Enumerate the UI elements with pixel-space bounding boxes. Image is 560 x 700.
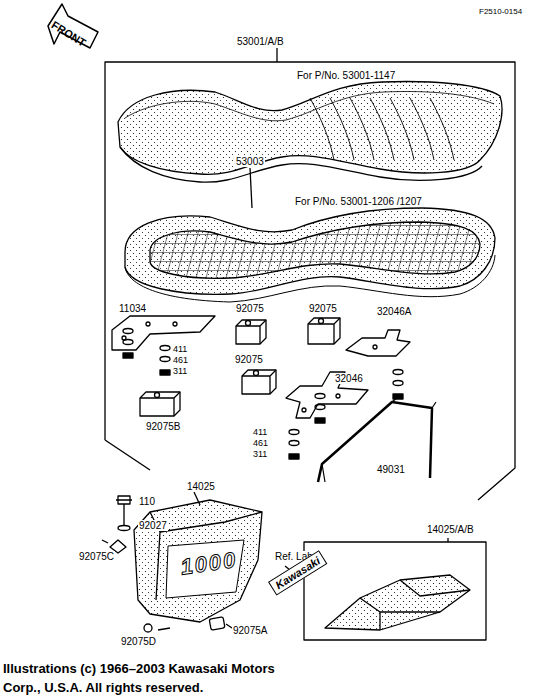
callout-number: 92075 bbox=[234, 354, 264, 365]
callout-number: 311 bbox=[252, 450, 268, 460]
callout-number: 110 bbox=[138, 496, 156, 507]
callout-number: 411 bbox=[172, 345, 188, 355]
callout-number: 92075 bbox=[235, 303, 265, 314]
callout-number: 53003 bbox=[235, 156, 265, 167]
seat bbox=[118, 82, 502, 175]
callout-number: 92075A bbox=[232, 625, 268, 636]
callout-number: 92075D bbox=[120, 636, 157, 647]
rubber-block bbox=[242, 370, 276, 394]
direction-label: FRONT bbox=[49, 18, 89, 49]
callout-number: 92075 bbox=[308, 303, 338, 314]
callout-number: 92027 bbox=[138, 520, 168, 531]
callout-number: F2510-0154 bbox=[478, 8, 523, 17]
callout-number: 49031 bbox=[376, 464, 406, 475]
callout-number: 53001/A/B bbox=[236, 36, 285, 47]
callout-number: For P/No. 53001-1147 bbox=[296, 70, 396, 81]
callout-number: 32046 bbox=[334, 373, 364, 384]
callout-number: 461 bbox=[172, 356, 189, 366]
callout-number: 411 bbox=[252, 428, 268, 438]
callout-number: For P/No. 53001-1206 /1207 bbox=[294, 196, 423, 207]
callout-number: 311 bbox=[172, 367, 188, 377]
callout-number: 14025 bbox=[186, 481, 216, 492]
frame-line bbox=[105, 440, 150, 470]
seat-pan bbox=[125, 208, 495, 294]
rubber-block bbox=[308, 318, 340, 344]
strap bbox=[318, 402, 432, 482]
bracket bbox=[112, 316, 215, 350]
rubber-block bbox=[236, 320, 266, 344]
frame-line bbox=[105, 62, 515, 500]
copyright-caption: Illustrations (c) 1966–2003 Kawasaki Mot… bbox=[2, 660, 304, 698]
rubber-block bbox=[140, 392, 180, 416]
callout-number: 32046A bbox=[376, 306, 412, 317]
callout-number: 92075B bbox=[145, 421, 181, 432]
bracket bbox=[286, 372, 368, 418]
callout-number: 11034 bbox=[118, 303, 147, 314]
decal-text: 1000 bbox=[178, 548, 240, 580]
callout-number: 92075C bbox=[78, 551, 115, 562]
bracket bbox=[346, 330, 410, 356]
inset-frame bbox=[304, 542, 486, 640]
callout-number: 461 bbox=[252, 439, 269, 449]
seat-cover bbox=[134, 500, 262, 622]
callout-number: 14025/A/B bbox=[426, 524, 475, 535]
